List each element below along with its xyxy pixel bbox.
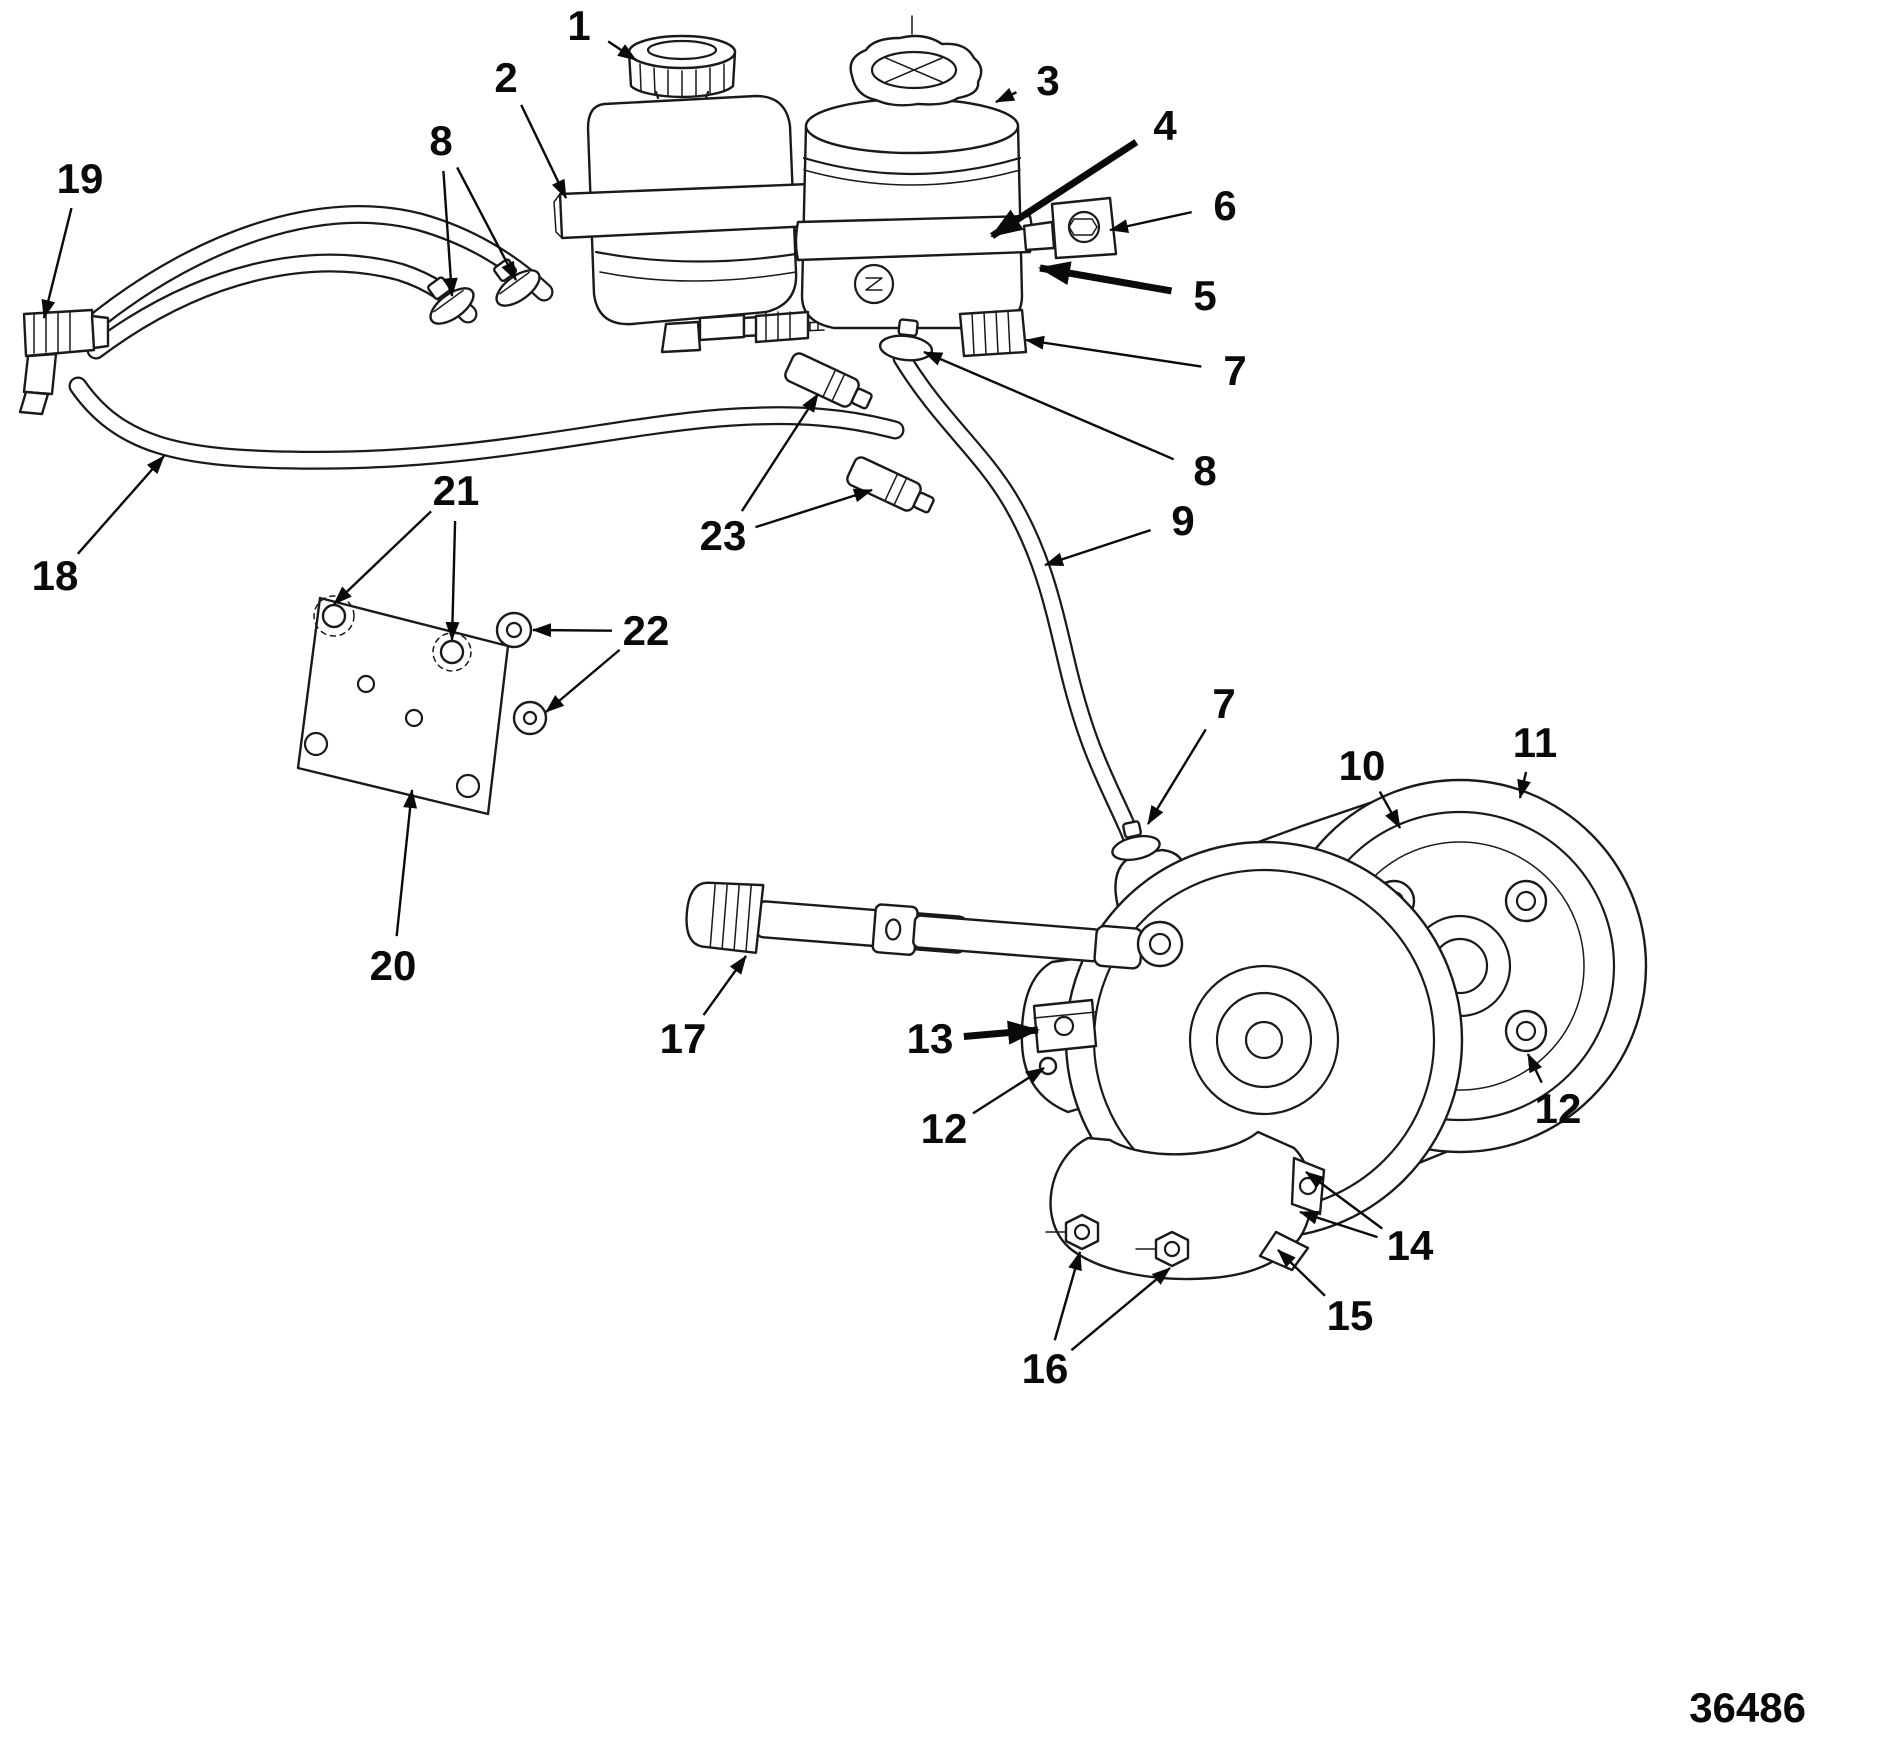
- figure-number: 36486: [1689, 1684, 1806, 1731]
- callout-leader-9: [1044, 528, 1151, 567]
- callout-label-6: 6: [1213, 182, 1236, 229]
- return-hose-drawing: [68, 376, 905, 470]
- callout-label-9: 9: [1171, 497, 1194, 544]
- right-reservoir-drawing: [754, 15, 1118, 362]
- callout-label-12: 12: [1535, 1085, 1582, 1132]
- callout-label-7: 7: [1212, 680, 1235, 727]
- callout-leader-17: [702, 955, 747, 1016]
- callout-label-17: 17: [660, 1015, 707, 1062]
- callout-leader-23: [755, 488, 873, 529]
- mounting-plate-drawing: [296, 595, 510, 816]
- washer-icon: [495, 611, 548, 736]
- callout-leader-12: [972, 1066, 1045, 1115]
- callout-leader-20: [395, 789, 418, 937]
- callout-leader-21: [445, 520, 460, 641]
- callout-leader-13: [963, 1020, 1040, 1045]
- callout-leader-14: [1305, 1171, 1384, 1230]
- callout-leader-12: [1526, 1053, 1543, 1084]
- left-reservoir-drawing: [553, 34, 825, 354]
- callout-leader-8: [923, 350, 1175, 461]
- elbow-fitting-drawing: [18, 308, 110, 416]
- callout-label-7: 7: [1223, 347, 1246, 394]
- callout-leader-8: [456, 166, 518, 281]
- callout-leader-7: [1025, 335, 1202, 368]
- callout-label-15: 15: [1327, 1292, 1374, 1339]
- pressure-hose-drawing: [892, 348, 1150, 904]
- callout-label-4: 4: [1153, 102, 1177, 149]
- callout-label-14: 14: [1387, 1222, 1434, 1269]
- callout-label-5: 5: [1193, 272, 1216, 319]
- pump-port-drawing: [1032, 998, 1098, 1054]
- callout-leader-23: [740, 393, 820, 512]
- callout-label-21: 21: [433, 467, 480, 514]
- callout-label-3: 3: [1036, 57, 1059, 104]
- rod-drawing: [685, 881, 1144, 970]
- callout-label-22: 22: [623, 607, 670, 654]
- callout-leader-3: [995, 87, 1017, 104]
- callout-label-11: 11: [1513, 719, 1557, 766]
- callout-leader-22: [545, 648, 621, 713]
- callout-label-13: 13: [907, 1015, 954, 1062]
- callout-leader-19: [41, 207, 73, 319]
- callout-leader-8: [442, 170, 458, 297]
- callout-leader-2: [520, 104, 568, 199]
- callout-leader-15: [1277, 1249, 1326, 1297]
- callout-label-12: 12: [921, 1105, 968, 1152]
- callout-leader-1: [607, 40, 637, 61]
- callout-leader-16: [1053, 1251, 1082, 1341]
- callout-label-23: 23: [700, 512, 747, 559]
- callout-label-2: 2: [494, 54, 517, 101]
- callout-leader-16: [1070, 1267, 1171, 1352]
- hose-pair-drawing: [86, 205, 554, 360]
- callout-label-18: 18: [32, 552, 79, 599]
- callout-leader-11: [1517, 771, 1531, 799]
- callout-leader-22: [532, 623, 613, 638]
- callout-leader-5: [1038, 261, 1173, 295]
- callout-label-8: 8: [429, 117, 452, 164]
- callout-leader-4: [990, 139, 1139, 239]
- callout-label-20: 20: [370, 942, 417, 989]
- hose-clamp-icon: [1111, 820, 1161, 862]
- callout-leader-10: [1378, 790, 1402, 829]
- callout-label-10: 10: [1339, 742, 1386, 789]
- callout-label-8: 8: [1193, 447, 1216, 494]
- hose-clamp-icon: [878, 318, 934, 362]
- callout-label-19: 19: [57, 155, 104, 202]
- rod-clevis-drawing: [1136, 920, 1184, 968]
- callout-label-1: 1: [567, 2, 590, 49]
- callout-leader-18: [76, 455, 165, 555]
- fitting-drawing: [846, 456, 935, 514]
- callout-leader-21: [333, 510, 432, 605]
- callout-label-16: 16: [1022, 1345, 1069, 1392]
- callout-leader-7: [1146, 728, 1207, 825]
- callout-leader-6: [1109, 210, 1192, 233]
- rod-clevis-hole: [1148, 932, 1172, 956]
- pump-assembly-drawing: [1020, 778, 1648, 1281]
- callout-leader-14: [1299, 1210, 1378, 1239]
- fitting-drawing: [784, 352, 873, 410]
